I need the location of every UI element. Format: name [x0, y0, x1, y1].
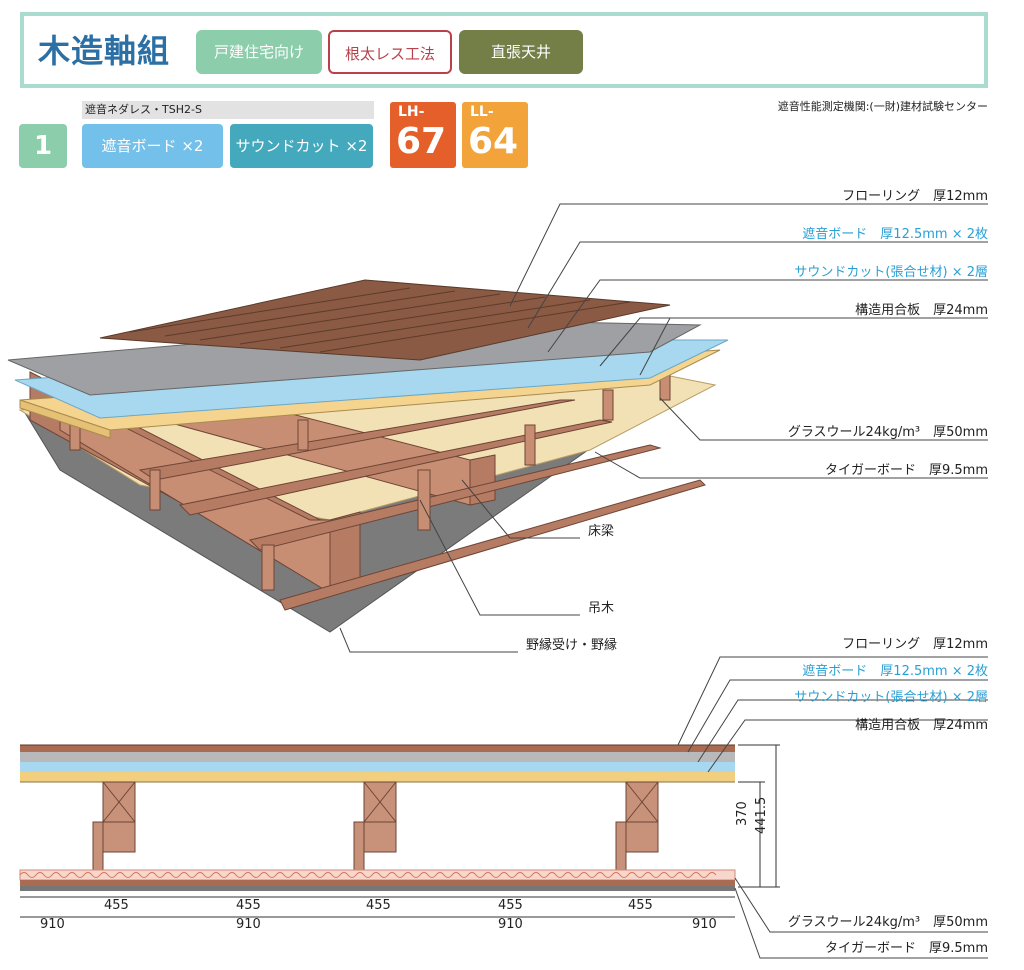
spec-number-badge: 1: [19, 124, 67, 168]
rating-ll: LL- 64: [462, 102, 528, 168]
tag-direct-ceiling: 直張天井: [459, 30, 583, 74]
rating-ll-label: LL-: [470, 104, 494, 120]
iso-label-furring: 野縁受け・野縁: [526, 638, 618, 653]
rating-lh-value: 67: [396, 121, 447, 162]
dim-910-2: 910: [236, 917, 261, 932]
sec-sound-board: [20, 752, 735, 762]
dim-height-inner: 370: [735, 801, 750, 826]
measurement-org: 遮音性能測定機関:(一財)建材試験センター: [777, 100, 988, 113]
tag-joistless-method: 根太レス工法: [328, 30, 452, 74]
dim-455-1: 455: [104, 898, 129, 913]
iso-leader-lines: [339, 203, 988, 653]
iso-label-hanger: 吊木: [588, 601, 615, 616]
dim-910-3: 910: [498, 917, 523, 932]
dim-455-2: 455: [236, 898, 261, 913]
sec-furring-band: [20, 880, 735, 886]
sec-glass-wool-pattern: [19, 872, 717, 878]
dim-455-3: 455: [366, 898, 391, 913]
iso-label-glass-wool: グラスウール24kg/m³ 厚50mm: [787, 425, 988, 440]
rating-ll-value: 64: [468, 121, 519, 162]
dim-910-4: 910: [692, 917, 717, 932]
sec-beams: [92, 781, 659, 871]
feature-sound-cut: サウンドカット ×2: [230, 124, 373, 168]
dim-455-4: 455: [498, 898, 523, 913]
iso-label-flooring: フローリング 厚12mm: [842, 189, 988, 204]
dim-height-total: 441.5: [754, 796, 769, 834]
sec-dimension-lines: [20, 744, 780, 918]
iso-label-beam: 床梁: [588, 524, 615, 539]
rating-lh-label: LH-: [398, 104, 425, 120]
tag-detached-house: 戸建住宅向け: [196, 30, 322, 74]
spec-name: 遮音ネダレス・TSH2-S: [82, 101, 374, 119]
iso-plywood-edge: [19, 399, 111, 439]
sec-label-plywood: 構造用合板 厚24mm: [855, 718, 988, 733]
page-title: 木造軸組: [38, 32, 171, 70]
sec-label-tiger-board: タイガーボード 厚9.5mm: [824, 941, 988, 956]
sec-leader-lines: [677, 656, 988, 959]
iso-label-plywood: 構造用合板 厚24mm: [855, 303, 988, 318]
iso-hangers: [69, 374, 671, 591]
rating-lh: LH- 67: [390, 102, 456, 168]
title-frame: [20, 12, 988, 88]
sec-sound-cut: [20, 762, 735, 772]
sec-label-sound-cut: サウンドカット(張合せ材) × 2層: [794, 690, 988, 705]
sec-flooring: [20, 745, 735, 752]
iso-label-tiger-board: タイガーボード 厚9.5mm: [824, 463, 988, 478]
sec-tiger-board: [20, 886, 735, 891]
dim-455-5: 455: [628, 898, 653, 913]
iso-label-sound-board: 遮音ボード 厚12.5mm × 2枚: [802, 227, 988, 242]
sec-label-glass-wool: グラスウール24kg/m³ 厚50mm: [787, 915, 988, 930]
dim-910-1: 910: [40, 917, 65, 932]
sec-plywood: [20, 772, 735, 782]
sec-label-sound-board: 遮音ボード 厚12.5mm × 2枚: [802, 664, 988, 679]
sec-label-flooring: フローリング 厚12mm: [842, 637, 988, 652]
feature-sound-board: 遮音ボード ×2: [82, 124, 223, 168]
iso-label-sound-cut: サウンドカット(張合せ材) × 2層: [794, 265, 988, 280]
